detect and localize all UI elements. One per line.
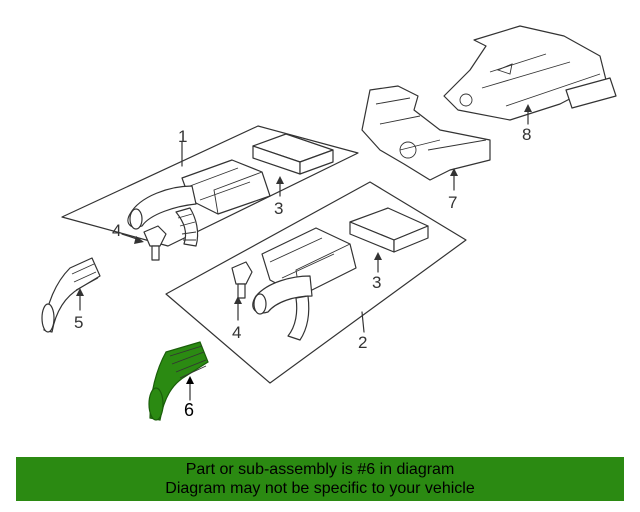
banner-line-2: Diagram may not be specific to your vehi… (165, 480, 475, 497)
callout-3-upper: 3 (274, 199, 283, 218)
callout-4-upper: 4 (112, 221, 121, 240)
callout-6: 6 (184, 400, 194, 420)
banner-line-1: Part or sub-assembly is #6 in diagram (185, 461, 455, 478)
callout-8: 8 (522, 125, 531, 144)
air-duct-part-5 (41, 257, 101, 333)
air-cleaner-assembly-lower (165, 181, 467, 384)
callout-5: 5 (74, 313, 83, 332)
air-duct-part-6-highlighted (148, 341, 209, 421)
cover-part-7 (361, 85, 491, 181)
info-banner: Part or sub-assembly is #6 in diagram Di… (16, 457, 624, 501)
callout-7: 7 (448, 193, 457, 212)
leader-lines (76, 104, 532, 401)
callout-1: 1 (178, 127, 187, 146)
callout-2: 2 (358, 333, 367, 352)
callout-3-lower: 3 (372, 273, 381, 292)
parts-diagram: 1 3 4 5 4 3 2 6 7 8 (41, 25, 617, 421)
air-cleaner-assembly-upper (61, 125, 359, 261)
cover-part-8 (443, 25, 617, 121)
callout-4-lower: 4 (232, 323, 241, 342)
